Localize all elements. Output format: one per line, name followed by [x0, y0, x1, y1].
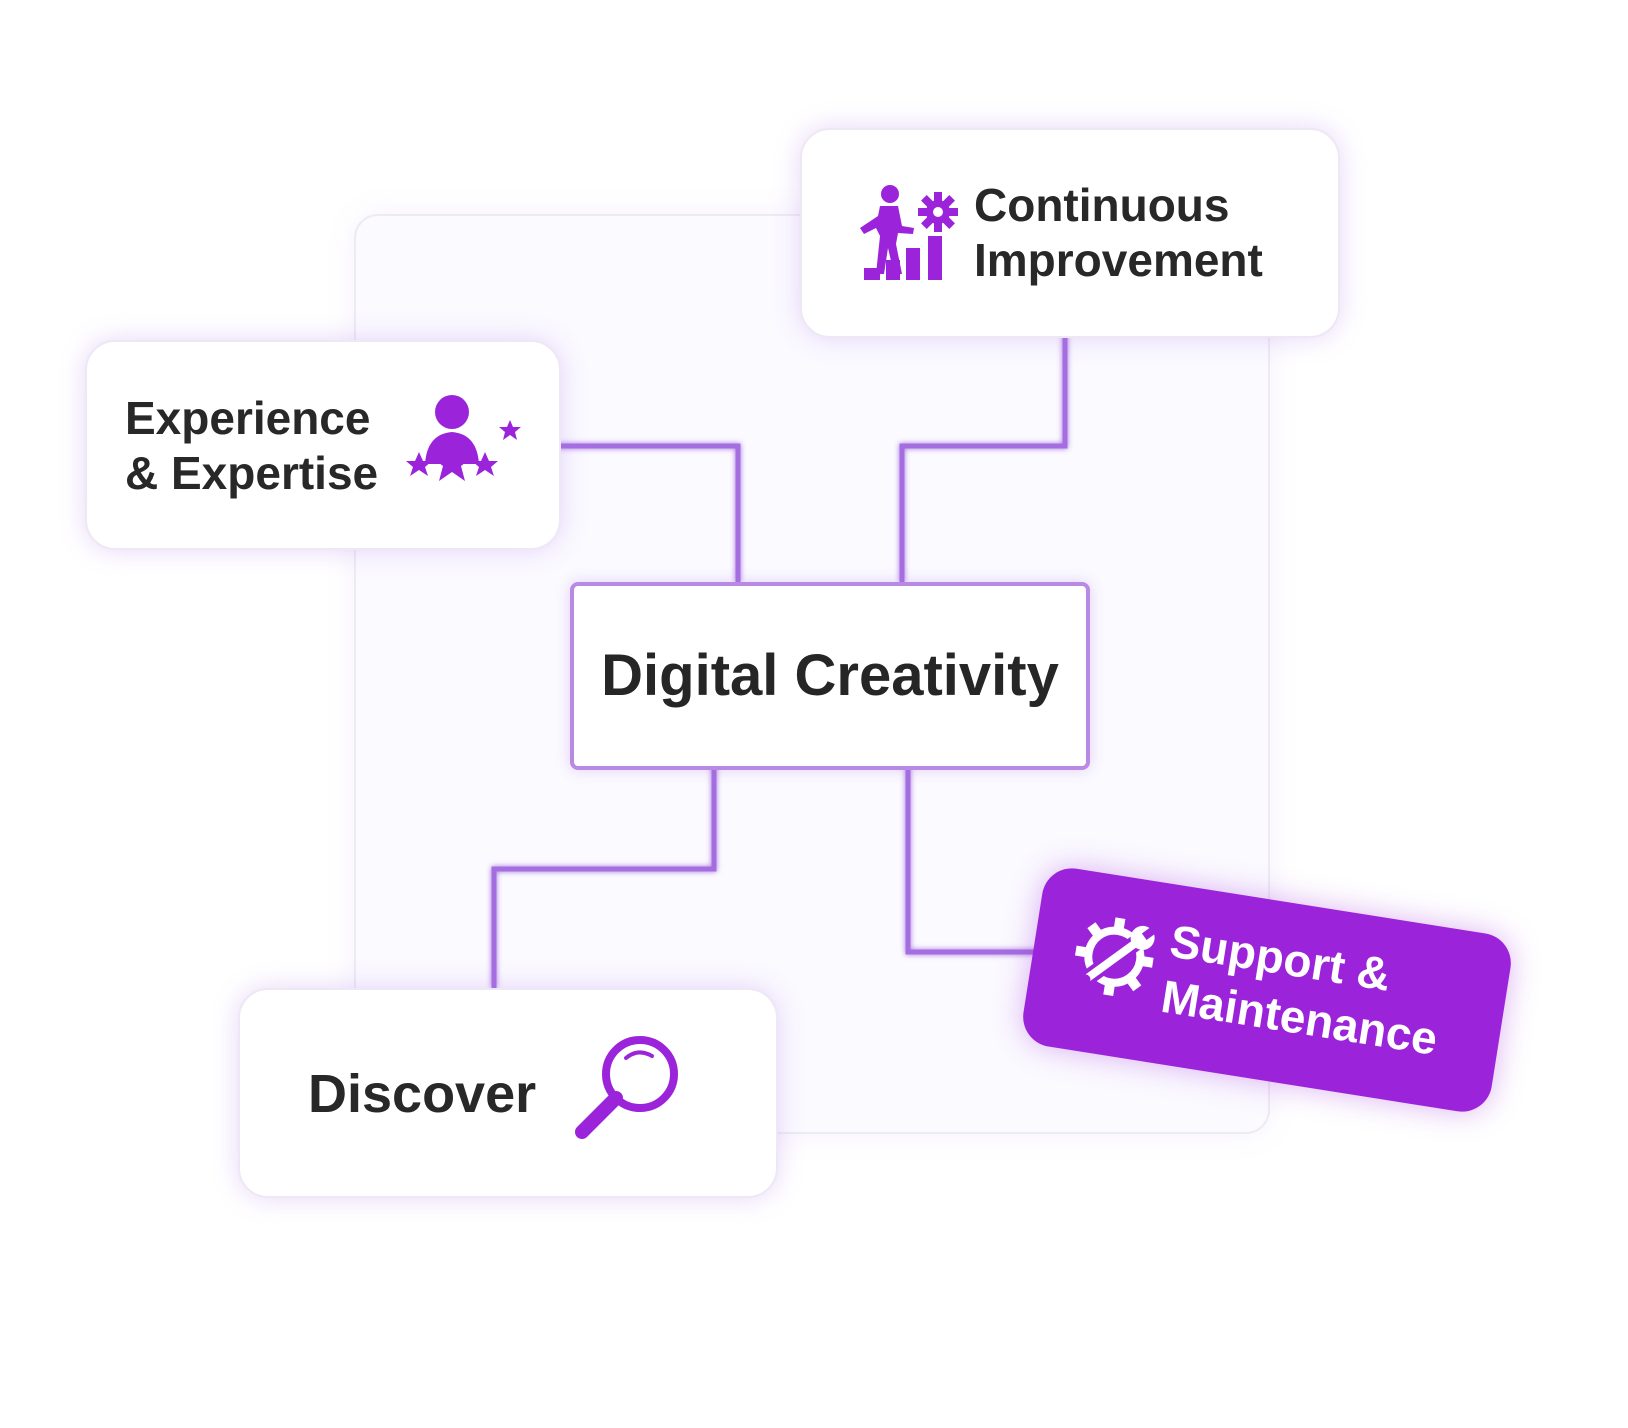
label-line-1: Continuous — [974, 179, 1230, 231]
expert-person-stars-icon — [405, 394, 525, 499]
node-discover[interactable]: Discover — [238, 988, 778, 1198]
label-line-2: & Expertise — [125, 447, 379, 500]
node-experience-expertise[interactable]: Experience & Expertise — [85, 340, 561, 550]
node-support-maintenance[interactable]: Support & Maintenance — [1018, 864, 1516, 1116]
gear-wrench-icon — [1062, 905, 1166, 1013]
connector-discover — [491, 762, 717, 988]
magnifying-glass-icon — [570, 1034, 690, 1149]
node-label: Discover — [308, 1064, 537, 1124]
connector-experience — [556, 443, 741, 582]
label-line-1: Experience — [125, 392, 371, 444]
connector-continuous — [899, 334, 1068, 582]
node-label: Experience & Expertise — [125, 391, 378, 501]
center-label: Digital Creativity — [601, 642, 1059, 708]
node-digital-creativity[interactable]: Digital Creativity — [570, 582, 1090, 770]
connector-support — [905, 762, 1040, 955]
growth-stairs-gear-icon — [856, 184, 960, 293]
label-line-2: Improvement — [974, 234, 1263, 287]
node-continuous-improvement[interactable]: Continuous Improvement — [800, 128, 1340, 338]
node-label: Support & Maintenance — [1157, 913, 1450, 1067]
node-label: Continuous Improvement — [974, 178, 1263, 288]
